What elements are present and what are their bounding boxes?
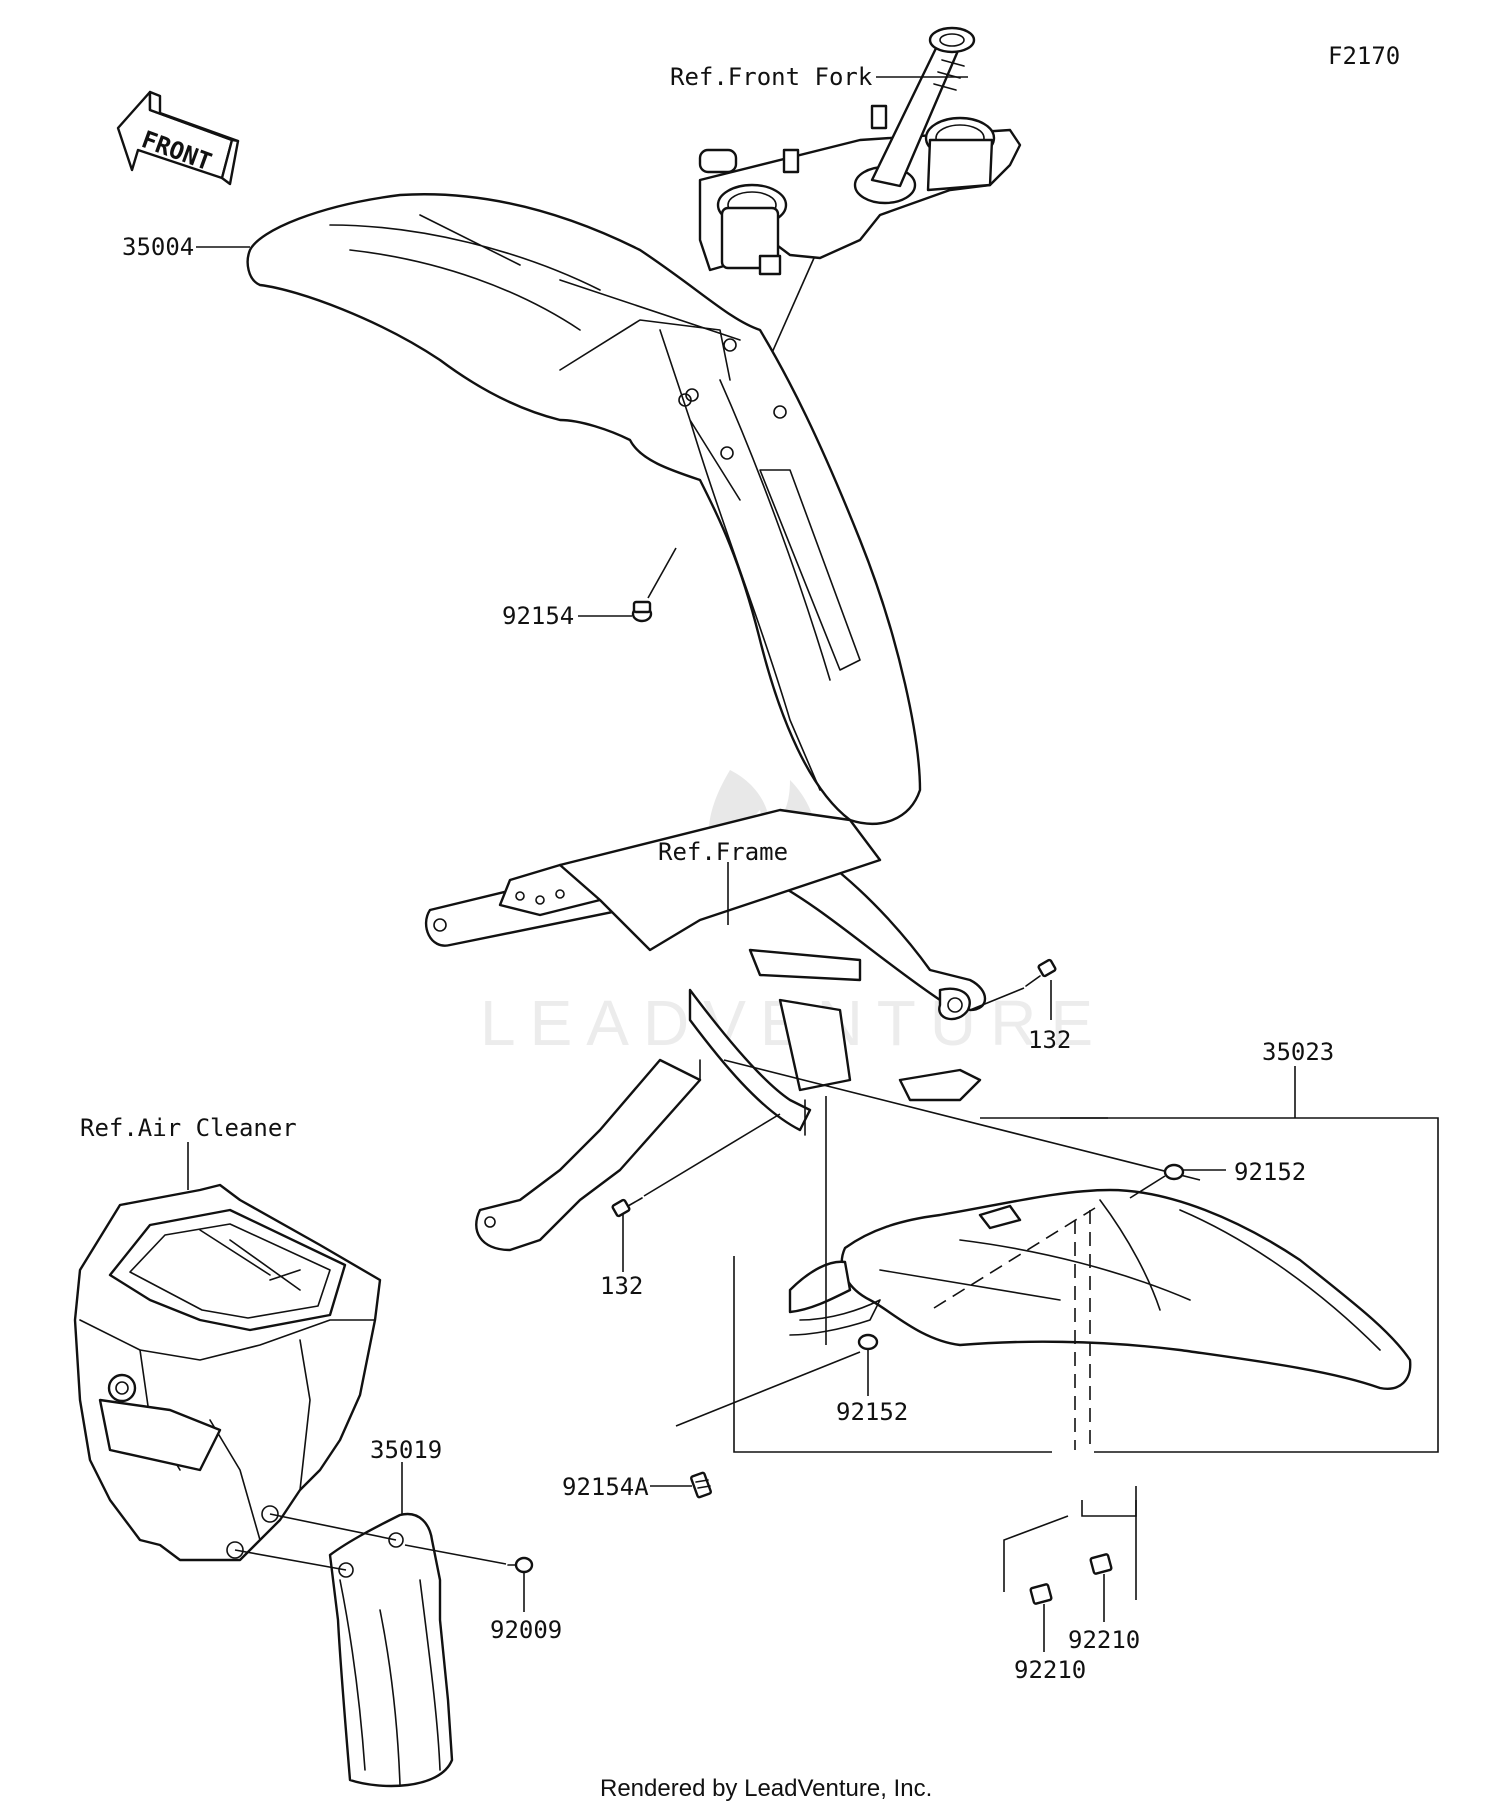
mud-flap-screw-icon (507, 1556, 534, 1574)
air-cleaner-box (73, 1183, 382, 1562)
frame-bolt-right-icon (1025, 958, 1057, 987)
frame-subframe (424, 808, 987, 1252)
rear-fender-nut-lower-icon (857, 1333, 879, 1351)
part-92154A-label: 92154A (562, 1473, 649, 1501)
part-132-left-label: 132 (600, 1272, 643, 1300)
part-35019-label: 35019 (370, 1436, 442, 1464)
mud-flap (328, 1512, 454, 1788)
diagram-code: F2170 (1328, 42, 1400, 70)
part-92152-lower-label: 92152 (836, 1398, 908, 1426)
front-fender-bolt-icon (631, 600, 653, 623)
part-92210-a-label: 92210 (1014, 1656, 1086, 1684)
part-92009-label: 92009 (490, 1616, 562, 1644)
rear-fender (788, 1188, 1412, 1450)
part-132-right-label: 132 (1028, 1026, 1071, 1054)
frame-bolt-left-icon (611, 1197, 643, 1218)
part-92210-b-label: 92210 (1068, 1626, 1140, 1654)
ref-front-fork-label: Ref.Front Fork (670, 63, 873, 91)
front-fender (246, 193, 922, 825)
part-35004-label: 35004 (122, 233, 194, 261)
rear-fender-bolt-icon (690, 1471, 712, 1499)
ref-frame-label: Ref.Frame (658, 838, 788, 866)
part-92152-upper-label: 92152 (1234, 1158, 1306, 1186)
washer-a-icon (1029, 1583, 1053, 1605)
washer-b-icon (1089, 1553, 1113, 1575)
part-92154-label: 92154 (502, 602, 574, 630)
rear-fender-group-bracket (733, 1066, 1439, 1453)
ref-air-cleaner-label: Ref.Air Cleaner (80, 1114, 297, 1142)
front-direction-arrow-icon: FRONT (116, 90, 240, 186)
part-35023-label: 35023 (1262, 1038, 1334, 1066)
rear-fender-nut-upper-icon (1163, 1163, 1185, 1181)
footer-credit: Rendered by LeadVenture, Inc. (600, 1775, 932, 1802)
